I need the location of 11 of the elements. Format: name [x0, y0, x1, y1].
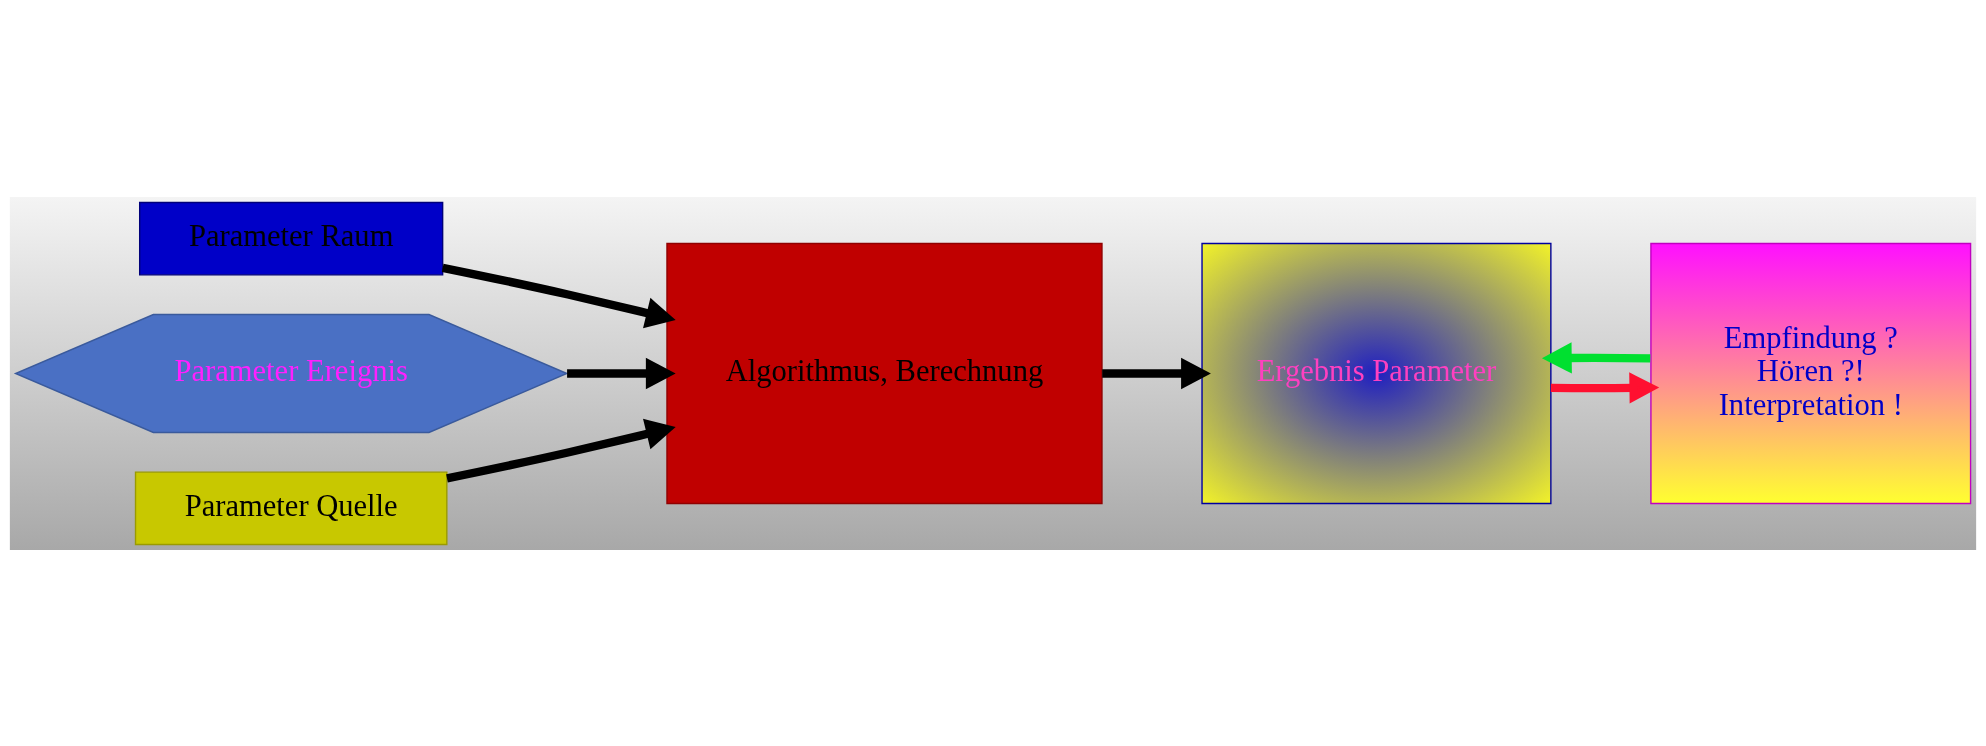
node-box: Empfindung ? Hören ?! Interpretation ! [1650, 242, 1972, 504]
arrow [1102, 357, 1211, 389]
arrow [1541, 341, 1651, 374]
node-box: Parameter Quelle [134, 470, 448, 545]
arrow [1550, 371, 1660, 404]
arrow [446, 418, 676, 482]
node-box: Algorithmus, Berechnung [666, 242, 1103, 504]
node-box: Parameter Raum [139, 201, 444, 276]
arrow [567, 357, 676, 389]
node-box: Ergebnis Parameter [1201, 242, 1552, 504]
arrow [441, 263, 676, 328]
